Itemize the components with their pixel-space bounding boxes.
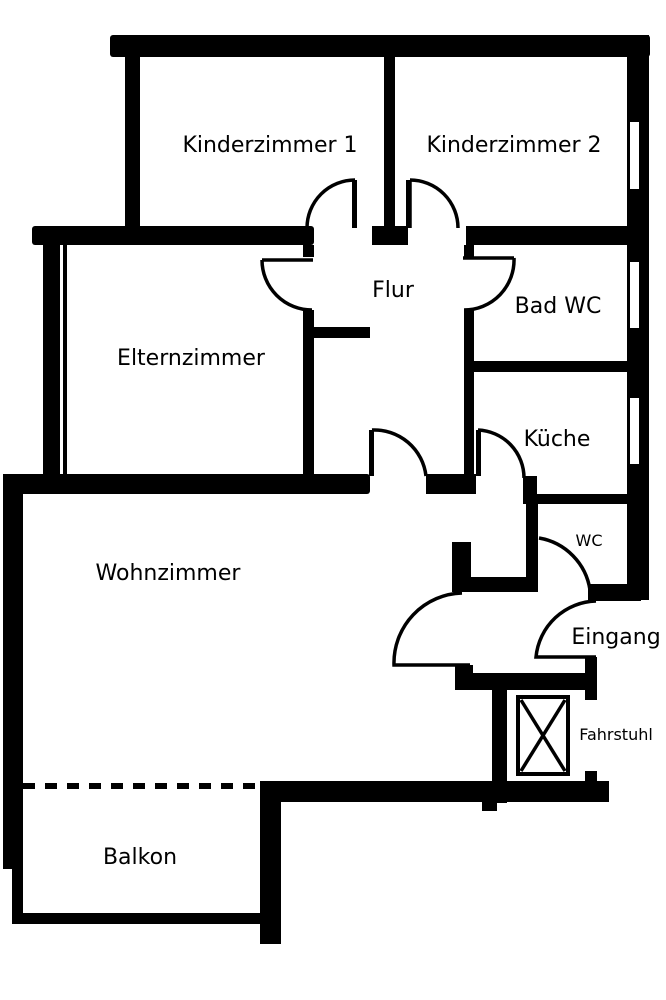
door-wohnzimmer-leaf [369,430,374,476]
wall-elternzimmer-right [303,310,314,490]
wall-wohnzimmer-bottom [260,781,609,802]
label-kueche: Küche [524,427,591,452]
window-bad [630,262,639,328]
wall-bottom-stub [482,795,497,811]
door-kinderzimmer2[interactable] [408,178,460,229]
wall-wc-left [526,494,538,589]
wall-elternzimmer-left [43,226,60,486]
door-wohnzimmer-eingang[interactable] [392,591,470,667]
wall-kinderzimmer-bottom-left [32,226,314,245]
wall-elternzimmer-right-top [303,245,314,257]
wall-kinderzimmer-divider [384,35,395,245]
wall-balkon-right [260,781,281,944]
wall-kinderzimmer1-left [125,35,140,235]
wall-top-outer [110,35,650,57]
door-bad[interactable] [463,256,516,312]
label-wc: WC [576,531,603,550]
wall-kueche-doorjamb [523,476,537,496]
elevator-car [516,695,570,776]
wall-kinderzimmer-bottom-mid [372,226,408,245]
label-fahrstuhl: Fahrstuhl [579,725,653,744]
elevator-cross-2 [519,699,567,772]
door-eingang[interactable] [534,599,597,659]
door-kinderzimmer1[interactable] [305,178,357,229]
wall-wohnzimmer-top-mid [426,474,476,494]
door-kueche[interactable] [476,428,526,479]
wall-wohnzimmer-top-left [3,474,370,494]
label-bad-wc: Bad WC [515,294,602,319]
wall-kueche-bottom [523,494,629,504]
wall-wohnzimmer-left [3,474,23,869]
wall-flur-right [464,310,474,490]
label-kinderzimmer-1: Kinderzimmer 1 [182,133,357,158]
wall-fahrstuhl-left [492,673,507,803]
label-kinderzimmer-2: Kinderzimmer 2 [426,133,601,158]
label-eingang: Eingang [571,625,660,650]
label-balkon: Balkon [103,845,177,870]
wall-wc-bottom [588,584,641,601]
door-kinderzimmer2-leaf [406,180,411,228]
wall-flur-stub [314,327,370,338]
label-wohnzimmer: Wohnzimmer [96,561,242,586]
wall-eingang-right-stub [585,657,597,700]
window-kinderzimmer2 [630,122,639,189]
wall-balkon-left [12,865,23,915]
label-flur: Flur [372,278,415,303]
wall-balkon-bottom [12,913,280,924]
door-wohnzimmer[interactable] [370,428,428,477]
window-kueche [630,398,639,464]
wall-garderobe-bottom [452,577,538,592]
door-kinderzimmer1-leaf [352,180,357,228]
door-kueche-leaf [476,430,481,476]
wall-flur-right-top [464,245,474,257]
wall-kinderzimmer-bottom-right [466,226,638,245]
wall-elternzimmer-left-inner [63,245,67,480]
door-wc[interactable] [538,536,592,591]
door-elternzimmer[interactable] [260,258,313,312]
label-elternzimmer: Elternzimmer [117,346,266,371]
wall-eingang-bottom [455,673,597,690]
wall-bad-kueche-divider [474,361,629,372]
wall-wc-right [627,494,641,601]
